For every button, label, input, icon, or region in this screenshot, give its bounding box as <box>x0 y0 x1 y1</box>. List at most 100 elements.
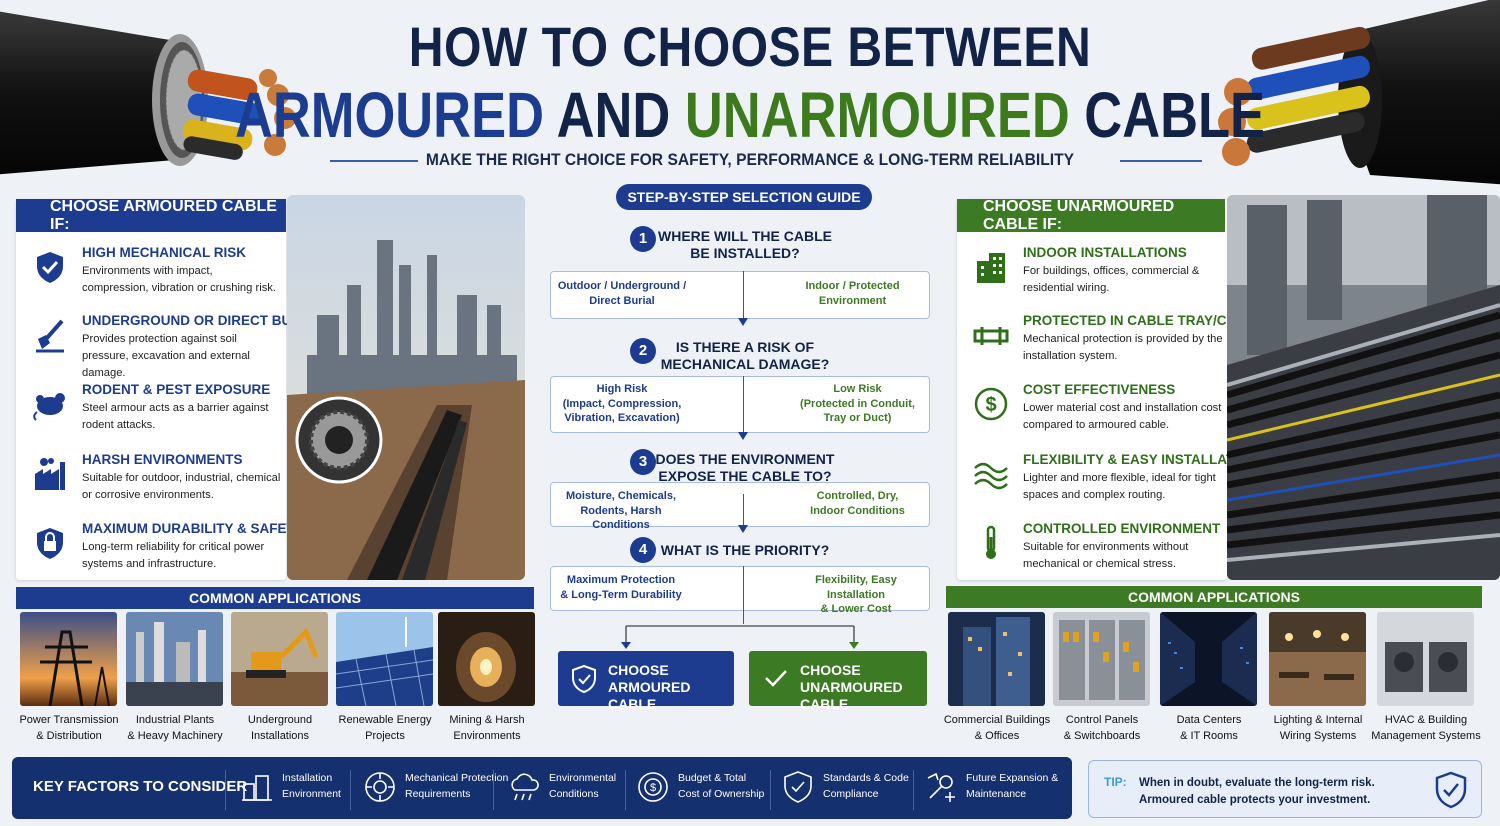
step-number: 3 <box>630 449 656 475</box>
app-label-line2: & Distribution <box>36 729 102 742</box>
factor-line1: Standards & Code <box>823 772 909 784</box>
option-line: Environment <box>818 294 887 307</box>
option-armoured: Moisture, Chemicals,Rodents, Harsh Condi… <box>552 489 690 533</box>
divider <box>225 770 226 810</box>
unarmoured-item: INDOOR INSTALLATIONS For buildings, offi… <box>957 245 1217 311</box>
step-question: WHAT IS THE PRIORITY? <box>655 542 835 559</box>
factor-line1: Mechanical Protection <box>405 772 509 784</box>
step-question-line1: DOES THE ENVIRONMENT <box>655 451 835 467</box>
unarmoured-item-title: INDOOR INSTALLATIONS <box>1023 245 1187 260</box>
thermometer-icon <box>986 525 996 559</box>
interior-lighting-image <box>1269 612 1366 706</box>
app-label-line2: & Heavy Machinery <box>127 729 223 742</box>
factor-line2: Conditions <box>549 788 599 800</box>
app-label-line2: Projects <box>365 729 405 742</box>
divider <box>625 770 626 810</box>
factor-item: Future Expansion & Maintenance <box>927 770 1059 802</box>
option-line: Indoor Conditions <box>810 504 905 517</box>
industrial-trench-photo <box>287 195 525 580</box>
title-and: AND <box>556 79 671 151</box>
step-question-line2: MECHANICAL DAMAGE? <box>660 356 830 372</box>
app-tile: Data Centers& IT Rooms <box>1160 612 1264 744</box>
unarmoured-item-title: CONTROLLED ENVIRONMENT <box>1023 521 1221 536</box>
gear-shield-icon <box>365 772 395 802</box>
step-options <box>550 482 930 527</box>
factor-line1: Environmental <box>549 772 617 784</box>
cloud-weather-icon <box>511 773 539 801</box>
unarmoured-item-title: FLEXIBILITY & EASY INSTALLATION <box>1023 452 1259 467</box>
divider <box>913 770 914 810</box>
subtitle-rule-left <box>330 160 418 162</box>
app-label-line2: Wiring Systems <box>1279 729 1357 742</box>
branch-arrows <box>621 625 859 649</box>
factor-line1: Installation <box>282 772 333 784</box>
armoured-item-desc: Long-term reliability for critical power… <box>82 541 265 570</box>
arrow-down-icon <box>738 432 748 440</box>
budget-icon: $ <box>638 772 668 802</box>
factory-icon <box>35 458 65 490</box>
app-label-line2: & Offices <box>974 729 1020 742</box>
factor-line2: Maintenance <box>966 788 1027 800</box>
armoured-heading: CHOOSE ARMOURED CABLE IF: <box>16 198 286 233</box>
shield-icon <box>37 252 63 283</box>
key-factors-bar <box>12 757 1072 819</box>
app-label: Control Panels& Switchboards <box>1047 713 1157 744</box>
armoured-cable-image <box>0 11 296 175</box>
app-label-line1: Mining & Harsh <box>449 714 525 726</box>
unarmoured-item-desc: Suitable for environments without mechan… <box>1023 541 1189 570</box>
app-label-line1: Control Panels <box>1065 714 1139 726</box>
divider <box>350 770 351 810</box>
mine-tunnel-image <box>438 612 535 706</box>
step-question-line2: EXPOSE THE CABLE TO? <box>658 468 832 484</box>
option-line: Direct Burial <box>589 294 655 307</box>
option-line: & Lower Cost <box>820 603 892 615</box>
armoured-item-title: MAXIMUM DURABILITY & SAFETY <box>82 521 304 536</box>
option-armoured: Outdoor / Underground / Direct Burial <box>552 279 692 308</box>
app-label-line1: Lighting & Internal <box>1273 714 1363 726</box>
factor-line2: Requirements <box>405 788 471 800</box>
app-label-line1: Power Transmission <box>19 714 119 726</box>
step-question-line2: BE INSTALLED? <box>690 245 800 261</box>
power-tower-image <box>20 612 117 707</box>
option-line: Outdoor / Underground / <box>557 280 687 292</box>
subtitle: MAKE THE RIGHT CHOICE FOR SAFETY, PERFOR… <box>425 150 1075 169</box>
unarmoured-item-desc: For buildings, offices, commercial & res… <box>1023 265 1200 294</box>
armoured-item: RODENT & PEST EXPOSURE Steel armour acts… <box>16 382 276 448</box>
armoured-item-title: HIGH MECHANICAL RISK <box>82 245 247 260</box>
armoured-item-desc: Provides protection against soil pressur… <box>82 333 250 379</box>
app-label: Power Transmission & Distribution <box>14 713 124 744</box>
office-building-image <box>948 612 1045 706</box>
option-line: (Protected in Conduit, <box>800 397 915 410</box>
unarmoured-item-desc: Lighter and more flexible, ideal for tig… <box>1023 472 1216 501</box>
factor-line1: Future Expansion & <box>966 772 1059 784</box>
solar-farm-image <box>335 612 434 707</box>
factor-line2: Compliance <box>823 788 879 800</box>
step-divider <box>743 376 744 433</box>
shield-check-icon <box>1435 771 1467 809</box>
excavator-image <box>231 612 328 706</box>
app-label-line2: Environments <box>453 729 521 742</box>
app-label-line1: Renewable Energy <box>338 714 432 726</box>
unarmoured-apps-list: Commercial Buildings& Offices Control Pa… <box>944 612 1486 747</box>
app-label-line1: Industrial Plants <box>135 714 215 726</box>
unarmoured-item-title: PROTECTED IN CABLE TRAY/CONDUIT <box>1023 313 1279 328</box>
choose-label-line: CHOOSE <box>608 662 669 678</box>
tip-line2: Armoured cable protects your investment. <box>1139 794 1371 806</box>
installation-icon <box>242 775 272 801</box>
tip-line1: When in doubt, evaluate the long-term ri… <box>1139 777 1375 789</box>
option-unarmoured: Controlled, Dry,Indoor Conditions <box>790 489 925 518</box>
